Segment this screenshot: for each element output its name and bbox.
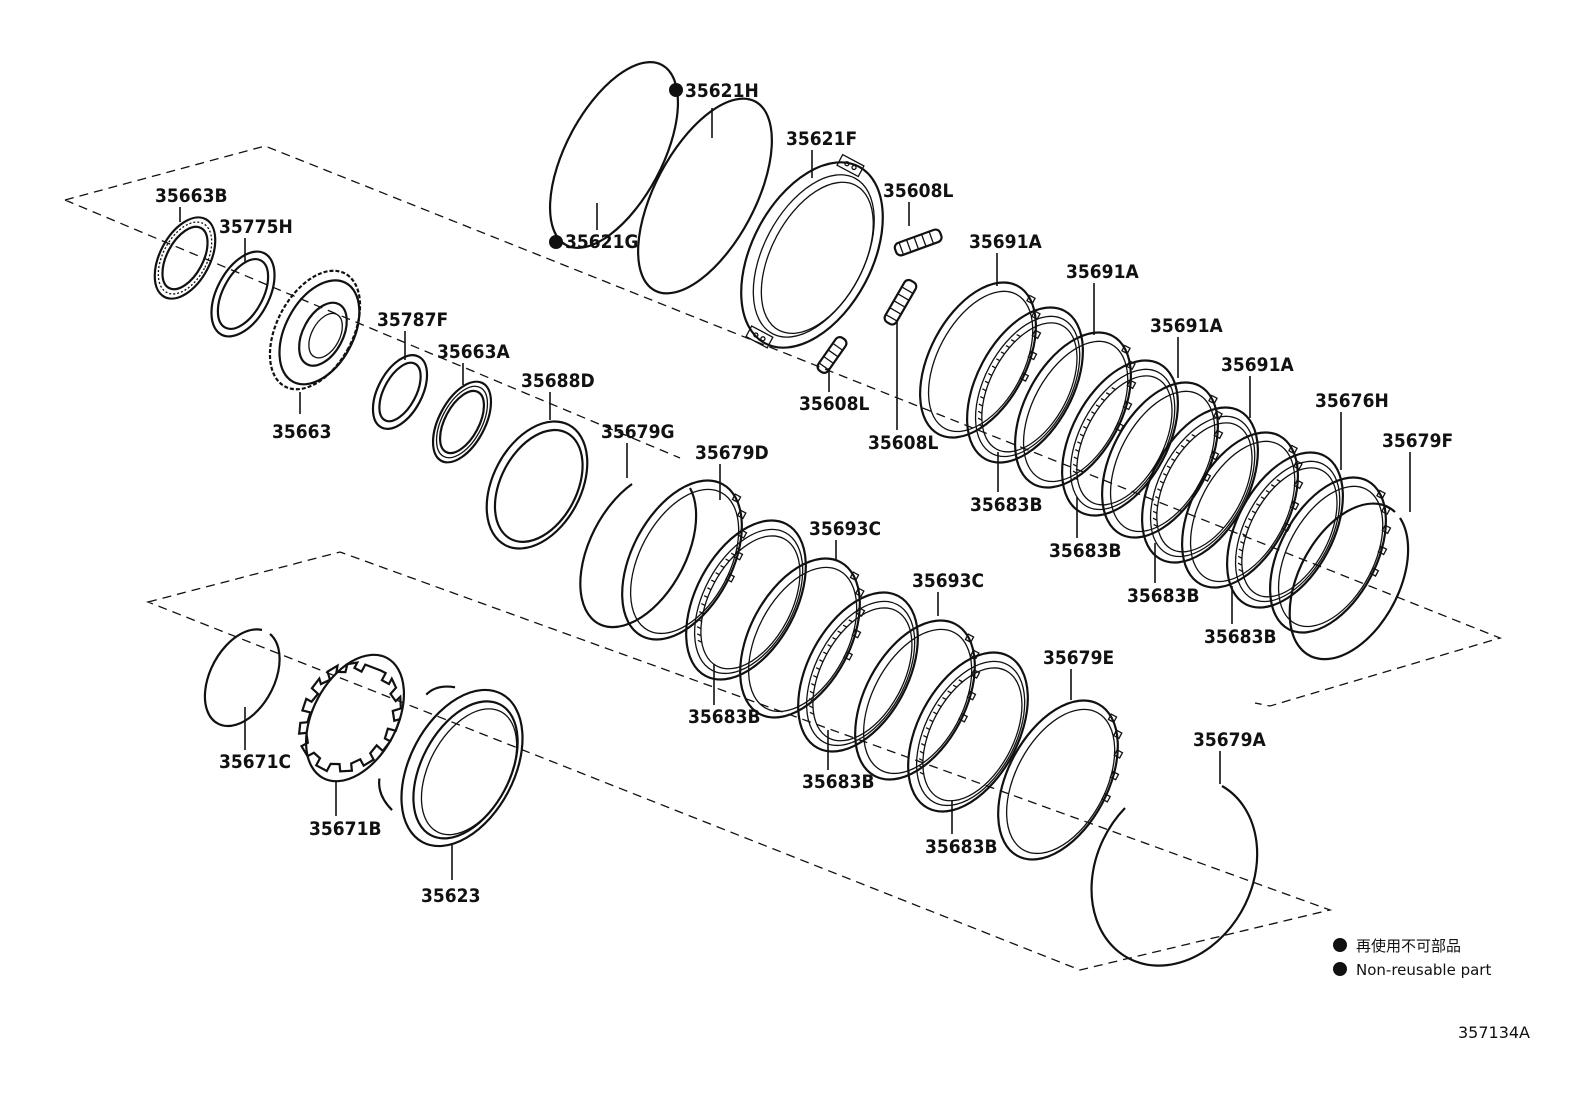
lower-plate-6 [907,651,1029,813]
legend-marker-en [1333,962,1347,976]
spring-low [816,336,848,374]
part-label-35679g: 35679G [601,421,675,443]
part-label-35679d: 35679D [695,442,769,464]
part-label-35691a: 35691A [1221,354,1294,376]
part-label-35683b: 35683B [1049,540,1122,562]
part-label-35688d: 35688D [521,370,595,392]
diagram-id: 357134A [1458,1023,1530,1042]
part-label-35683b: 35683B [1204,626,1277,648]
part-label-35679a: 35679A [1193,729,1266,751]
o-ring-35621G [548,61,680,249]
spring-top [893,228,943,257]
part-label-35676h: 35676H [1315,390,1389,412]
snap-ring-35671C [203,628,281,728]
upper-plate-4 [1061,359,1179,517]
part-label-35621h: 35621H [685,80,759,102]
part-label-35679e: 35679E [1043,647,1114,669]
part-label-35693c: 35693C [809,518,881,540]
bearing-35663B [153,216,217,300]
washer-35775H [210,250,276,338]
legend-text-jp: 再使用不可部品 [1356,937,1461,955]
part-label-35608l: 35608L [883,180,953,202]
legend-text-en: Non-reusable part [1356,961,1491,979]
lower-plate-5 [854,619,981,781]
part-label-35679f: 35679F [1382,430,1453,452]
ring-35688D [485,420,589,550]
lower-assembly-outline [145,551,1333,971]
assembly-outlines [64,145,1502,971]
part-label-35683b: 35683B [1127,585,1200,607]
upper-plate-7 [1181,431,1304,589]
legend: 再使用不可部品 Non-reusable part [1333,937,1491,979]
part-label-35671c: 35671C [219,751,291,773]
snap-rings [203,483,1410,967]
part-label-35683b: 35683B [925,836,998,858]
upper-assembly-outline [64,145,1502,707]
washer-35787F [371,354,429,430]
legend-marker-jp [1333,938,1347,952]
non-reusable-marker-35621H [669,83,683,97]
return-springs-35608L [816,228,943,374]
upper-plate-9 [1269,476,1392,634]
lower-plate-3 [739,557,866,719]
spring-mid [883,278,918,326]
part-label-35787f: 35787F [377,309,448,331]
part-label-35663b: 35663B [155,185,228,207]
o-ring-35621H [637,97,773,295]
lower-plate-7 [997,699,1124,861]
drum-35623 [378,685,524,848]
snap-ring-35679G [579,483,698,629]
part-label-35623: 35623 [421,885,480,907]
snap-ring-35679F [1288,502,1410,661]
part-label-35691a: 35691A [969,231,1042,253]
upper-plate-2 [966,306,1084,464]
part-label-35663: 35663 [272,421,331,443]
upper-plate-6 [1141,406,1259,564]
upper-clutch-pack [919,281,1392,634]
part-label-35691a: 35691A [1066,261,1139,283]
part-label-35663a: 35663A [437,341,510,363]
upper-plate-3 [1014,331,1137,489]
piston-35621F [740,153,884,349]
upper-plate-8 [1226,451,1344,609]
part-label-35775h: 35775H [219,216,293,238]
part-label-35683b: 35683B [802,771,875,793]
hub-35663 [268,269,362,391]
part-label-35683b: 35683B [688,706,761,728]
part-label-35621f: 35621F [786,128,857,150]
part-label-35621g: 35621G [565,231,639,253]
part-label-35683b: 35683B [970,494,1043,516]
o-rings [548,61,773,295]
part-label-35671b: 35671B [309,818,382,840]
part-label-35608l: 35608L [868,432,938,454]
part-label-35608l: 35608L [799,393,869,415]
upper-plate-1 [919,281,1042,439]
plate-35671B [297,653,406,783]
bearing-35663A [431,380,493,464]
part-label-35691a: 35691A [1150,315,1223,337]
lower-plate-1 [621,479,748,641]
part-number-labels: 35663B 35775H 35663 35787F 35663A 35688D 35679… [155,80,1453,907]
lower-plate-2 [685,519,807,681]
part-label-35693c: 35693C [912,570,984,592]
snap-ring-35679A [1090,785,1259,967]
leader-lines [179,108,1411,880]
non-reusable-marker-35621G [549,235,563,249]
